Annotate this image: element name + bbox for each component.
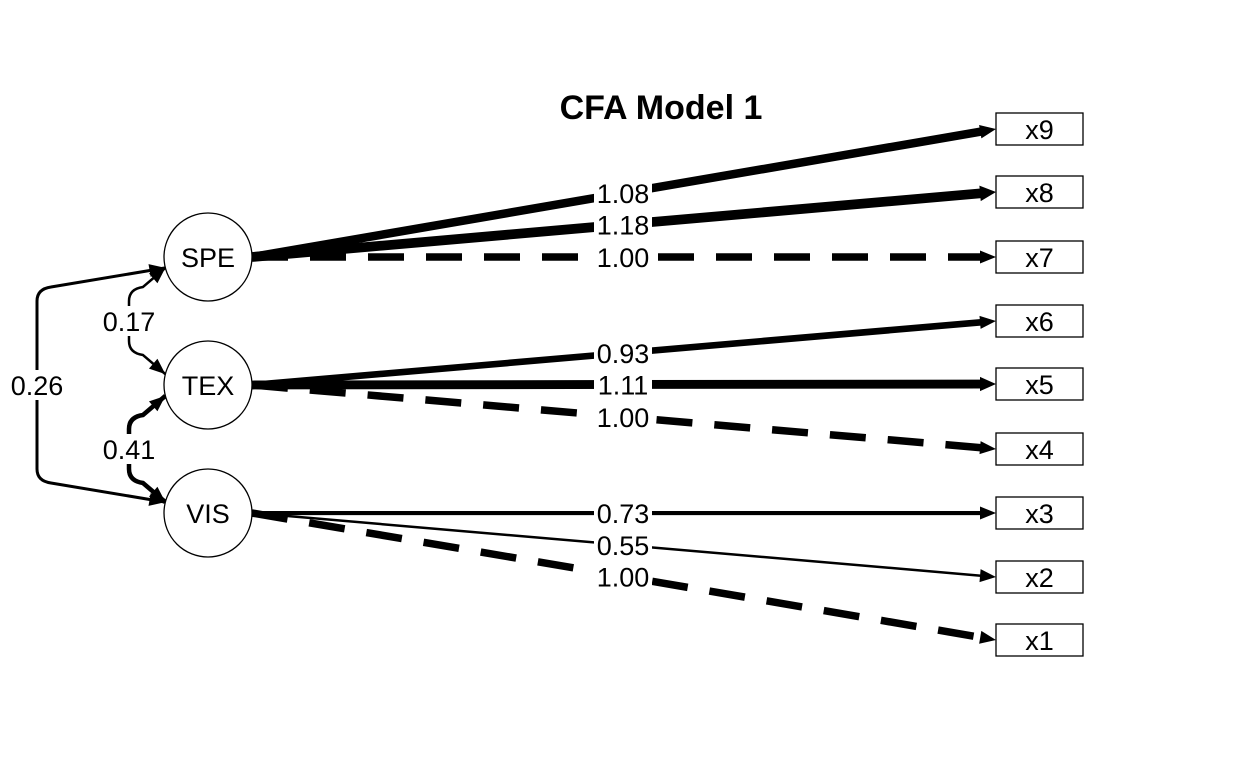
- indicator-box: [995, 175, 1084, 209]
- loading-label-bg: [594, 369, 652, 400]
- diagram-title: CFA Model 1: [560, 89, 763, 127]
- latent-circle: [163, 212, 253, 302]
- indicator-node-x5: x5: [995, 367, 1084, 401]
- loading-label-vis-x1: 1.00: [597, 562, 650, 592]
- indicator-box: [995, 304, 1084, 338]
- covariance-label-spe-tex: 0.17: [103, 307, 156, 337]
- indicator-box: [995, 240, 1084, 274]
- indicator-box: [995, 560, 1084, 594]
- indicator-node-x7: x7: [995, 240, 1084, 274]
- covariance-arrowhead-vis: [148, 486, 166, 503]
- loading-arrowhead-x7: [980, 250, 996, 264]
- loading-label-bg: [594, 561, 652, 592]
- indicator-label: x7: [1025, 243, 1054, 273]
- loading-label-vis-x2: 0.55: [597, 531, 650, 561]
- indicator-node-x9: x9: [995, 112, 1084, 146]
- latent-node-tex: TEX: [163, 340, 253, 430]
- covariance-arrowhead-spe: [148, 267, 166, 284]
- indicator-label: x8: [1025, 178, 1054, 208]
- loading-label-bg: [594, 209, 652, 240]
- indicator-label: x5: [1025, 370, 1054, 400]
- loading-label-bg: [594, 401, 652, 432]
- loading-arrowhead-x3: [980, 506, 996, 520]
- loading-label-bg: [594, 338, 652, 369]
- latent-circle: [163, 340, 253, 430]
- indicator-box: [995, 623, 1084, 657]
- indicator-label: x3: [1025, 499, 1054, 529]
- indicator-label: x1: [1025, 626, 1054, 656]
- latent-node-spe: SPE: [163, 212, 253, 302]
- covariance-label-bg: [99, 306, 159, 336]
- covariance-arrowhead-spe: [148, 264, 166, 277]
- latent-label: SPE: [181, 243, 235, 273]
- labels-layer: 1.081.181.000.931.111.000.730.551.000.17…: [7, 178, 652, 592]
- loading-label-spe-x7: 1.00: [597, 243, 650, 273]
- latent-label: TEX: [182, 371, 235, 401]
- latent-circle: [163, 468, 253, 558]
- covariance-arrowhead-tex: [148, 358, 166, 375]
- loading-label-tex-x4: 1.00: [597, 403, 650, 433]
- loading-label-tex-x6: 0.93: [597, 339, 650, 369]
- covariance-arrowhead-tex: [148, 395, 166, 412]
- loading-arrowhead-x2: [979, 569, 996, 583]
- loading-arrowhead-x5: [979, 376, 996, 392]
- loading-label-bg: [594, 529, 652, 560]
- indicator-node-x2: x2: [995, 560, 1084, 594]
- indicator-box: [995, 112, 1084, 146]
- covariance-label-bg: [99, 434, 159, 464]
- loading-arrowhead-x8: [979, 185, 996, 202]
- indicator-box: [995, 496, 1084, 530]
- loading-arrowhead-x4: [979, 441, 996, 455]
- indicator-label: x2: [1025, 563, 1054, 593]
- loading-label-bg: [594, 242, 652, 272]
- indicator-label: x4: [1025, 435, 1054, 465]
- latent-node-vis: VIS: [163, 468, 253, 558]
- loading-label-spe-x9: 1.08: [597, 179, 650, 209]
- covariance-label-bg: [7, 370, 67, 400]
- loading-label-spe-x8: 1.18: [597, 211, 650, 241]
- indicator-node-x4: x4: [995, 432, 1084, 466]
- indicator-label: x6: [1025, 307, 1054, 337]
- loading-label-bg: [594, 178, 652, 209]
- indicator-node-x6: x6: [995, 304, 1084, 338]
- loading-arrowhead-x1: [979, 630, 996, 644]
- indicator-box: [995, 367, 1084, 401]
- loading-arrowhead-x6: [979, 315, 996, 329]
- loading-label-vis-x3: 0.73: [597, 499, 650, 529]
- indicator-node-x3: x3: [995, 496, 1084, 530]
- loading-label-tex-x5: 1.11: [598, 371, 649, 401]
- indicator-node-x8: x8: [995, 175, 1084, 209]
- covariance-label-spe-vis: 0.26: [11, 371, 64, 401]
- indicator-label: x9: [1025, 115, 1054, 145]
- covariance-arrowhead-vis: [148, 493, 166, 506]
- loading-arrowhead-x9: [979, 125, 996, 139]
- indicator-box: [995, 432, 1084, 466]
- covariance-label-tex-vis: 0.41: [103, 435, 156, 465]
- indicator-node-x1: x1: [995, 623, 1084, 657]
- nodes-layer: SPE TEX VIS x9 x8 x7 x6 x5 x4 x3 x2 x1: [163, 112, 1084, 657]
- latent-label: VIS: [186, 499, 230, 529]
- loading-label-bg: [594, 498, 652, 528]
